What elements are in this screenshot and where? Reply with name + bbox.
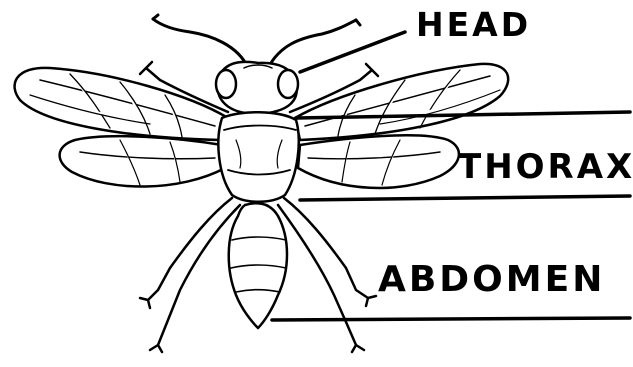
head-label: HEAD	[416, 8, 531, 41]
head-leader-line	[300, 32, 405, 72]
head	[216, 62, 298, 114]
right-forewing	[295, 64, 508, 140]
thorax-leader-bottom	[300, 196, 630, 200]
abdomen-label: ABDOMEN	[378, 262, 605, 298]
left-forewing	[15, 68, 228, 140]
thorax-label: THORAX	[458, 150, 633, 184]
abdomen	[229, 203, 287, 328]
thorax	[218, 112, 298, 202]
right-hindwing	[298, 135, 459, 188]
abdomen-leader-line	[272, 318, 630, 320]
left-hindwing	[60, 136, 225, 186]
